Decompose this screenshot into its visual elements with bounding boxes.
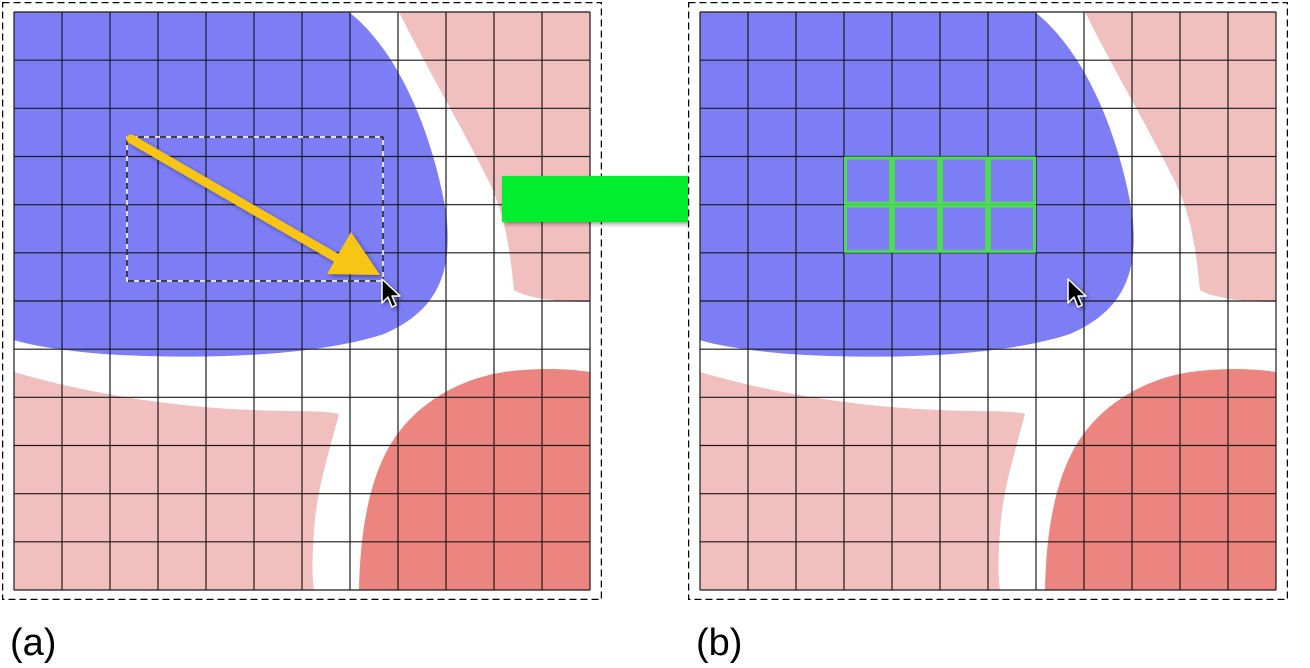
red-region — [359, 369, 590, 590]
light-red-region-bottom-left — [700, 372, 1025, 590]
selected-cell — [940, 204, 988, 253]
panel-a-dashed-frame — [2, 2, 602, 600]
selected-cell — [844, 156, 892, 205]
caption-b: (b) — [696, 622, 743, 664]
panel-a — [2, 2, 602, 600]
mouse-pointer-icon — [1067, 278, 1087, 308]
panel-b — [688, 2, 1288, 600]
panel-a-map — [13, 11, 591, 591]
panel-b-canvas — [688, 2, 1288, 600]
panel-b-map — [699, 11, 1277, 591]
caption-a: (a) — [10, 622, 57, 664]
selected-cell — [988, 156, 1036, 205]
light-red-region-bottom-left — [14, 372, 339, 590]
red-region — [1045, 369, 1276, 590]
selected-cell — [844, 204, 892, 253]
selected-cell — [940, 156, 988, 205]
selected-cell — [988, 204, 1036, 253]
panel-a-canvas — [2, 2, 602, 600]
selected-cell — [892, 204, 940, 253]
blue-region — [700, 12, 1134, 357]
drag-arrow-icon — [126, 134, 380, 275]
panel-b-dashed-frame — [688, 2, 1288, 600]
panel-a-grid — [13, 11, 591, 591]
selection-rectangle — [126, 136, 384, 282]
selected-cell — [892, 156, 940, 205]
mouse-pointer-icon — [381, 278, 401, 308]
selected-cells — [844, 156, 1036, 253]
